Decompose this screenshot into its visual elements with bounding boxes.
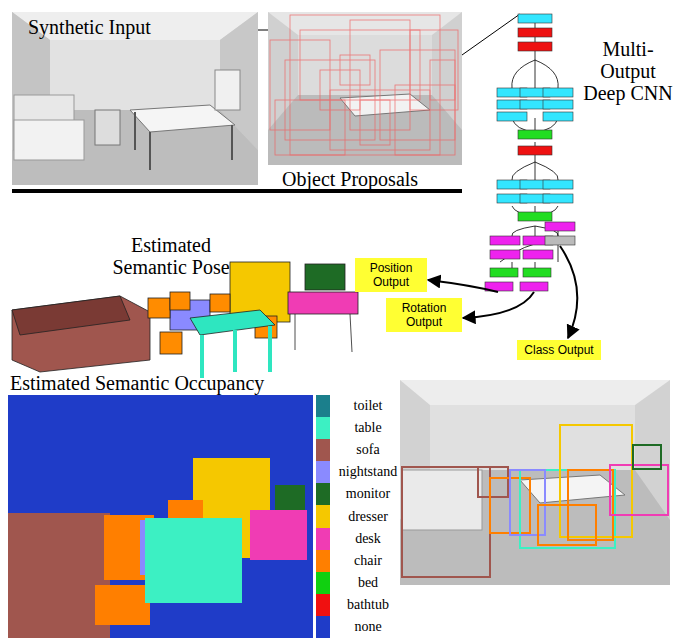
pose-render — [12, 262, 358, 378]
detection-render — [400, 380, 670, 585]
legend-text: bed — [338, 575, 398, 591]
legend-text: nightstand — [338, 464, 398, 480]
link-line — [258, 30, 268, 31]
occupancy-map — [8, 395, 313, 638]
output-box: Position Output — [355, 258, 427, 292]
figure-label: Estimated Semantic Occupancy — [10, 372, 330, 394]
box-text: Class Output — [524, 343, 593, 357]
output-box: Class Output — [517, 340, 601, 360]
synthetic-render — [12, 12, 258, 185]
legend-swatch — [316, 594, 330, 617]
legend-swatch — [316, 528, 330, 551]
legend-swatch — [316, 461, 330, 484]
proposals-render — [268, 12, 462, 165]
legend-text: toilet — [338, 398, 398, 414]
box-text: Rotation Output — [402, 301, 447, 329]
legend-text: desk — [338, 531, 398, 547]
legend-swatch — [316, 417, 330, 440]
legend-text: chair — [338, 553, 398, 569]
legend-text: monitor — [338, 486, 398, 502]
legend-text: table — [338, 420, 398, 436]
figure-label: Synthetic Input — [28, 16, 228, 38]
box-text: Position Output — [370, 261, 413, 289]
legend-swatch — [316, 505, 330, 528]
figure-label: Estimated Semantic Pose — [96, 234, 246, 278]
legend-text: bathtub — [338, 597, 398, 613]
legend-text: none — [338, 619, 398, 635]
output-box: Rotation Output — [386, 298, 462, 332]
legend-swatch — [316, 550, 330, 573]
legend-swatch — [316, 572, 330, 595]
legend-swatch — [316, 483, 330, 506]
legend-swatch — [316, 395, 330, 418]
legend-swatch — [316, 616, 330, 639]
figure-label: Multi-Output Deep CNN — [582, 38, 674, 104]
figure-label: Object Proposals — [282, 168, 452, 190]
link-line — [462, 14, 520, 55]
legend-swatch — [316, 439, 330, 462]
legend-text: sofa — [338, 442, 398, 458]
legend-text: dresser — [338, 509, 398, 525]
